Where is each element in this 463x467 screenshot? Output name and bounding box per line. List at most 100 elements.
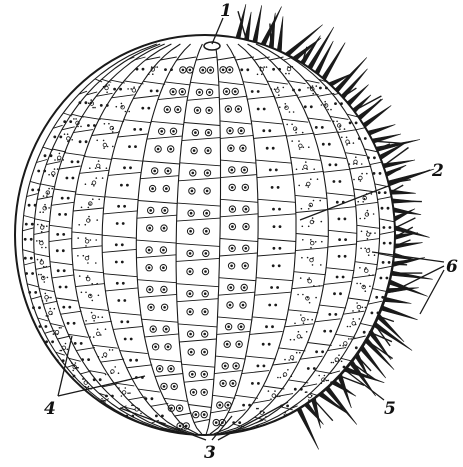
stipple-dot <box>127 392 129 394</box>
tubercle-core <box>231 225 234 228</box>
stipple-dot <box>71 362 73 364</box>
stipple-dot <box>71 139 73 141</box>
stipple-dot <box>59 350 61 352</box>
pore <box>339 292 342 295</box>
stipple-dot <box>285 103 287 105</box>
stipple-dot <box>303 322 305 324</box>
pore <box>342 276 345 279</box>
tubercle-core <box>224 365 227 368</box>
tubercle-core <box>227 325 230 328</box>
tubercle-core <box>195 413 198 416</box>
tubercle-core <box>163 288 166 291</box>
pore <box>116 222 119 225</box>
stipple-dot <box>352 310 354 312</box>
stipple-dot <box>91 312 93 314</box>
tubercle-core <box>194 131 197 134</box>
tubercle-core <box>149 288 152 291</box>
stipple-dot <box>127 88 129 90</box>
pore <box>93 124 96 127</box>
stipple-dot <box>292 66 294 68</box>
pore <box>123 166 126 169</box>
stipple-dot <box>374 232 376 234</box>
pore <box>272 264 275 267</box>
stipple-dot <box>357 201 359 203</box>
stipple-dot <box>102 356 104 358</box>
spine <box>393 264 407 265</box>
stipple-dot <box>77 255 79 257</box>
pore <box>278 68 281 71</box>
stipple-dot <box>364 198 366 200</box>
stipple-dot <box>64 133 66 135</box>
pore <box>34 204 37 207</box>
stipple-dot <box>93 185 95 187</box>
stipple-dot <box>42 211 44 213</box>
stipple-dot <box>77 126 79 128</box>
stipple-dot <box>256 408 258 410</box>
tubercle-core <box>203 333 206 336</box>
stipple-dot <box>324 101 326 103</box>
pore <box>344 238 347 241</box>
stipple-dot <box>324 375 326 377</box>
stipple-dot <box>316 85 318 87</box>
stipple-dot <box>54 168 56 170</box>
stipple-dot <box>284 412 286 414</box>
stipple-dot <box>96 283 98 285</box>
pore <box>59 286 62 289</box>
stipple-dot <box>353 318 355 320</box>
stipple-dot <box>46 315 48 317</box>
tubercle-core <box>149 209 152 212</box>
spine <box>394 243 422 249</box>
stipple-dot <box>46 195 48 197</box>
tubercle-core <box>243 286 246 289</box>
pore <box>120 184 123 187</box>
pore <box>67 322 70 325</box>
pore <box>389 226 392 229</box>
pore <box>344 218 347 221</box>
stipple-dot <box>301 208 303 210</box>
tubercle-core <box>229 304 232 307</box>
label-6: 6 <box>446 257 458 277</box>
pore <box>371 312 374 315</box>
stipple-dot <box>77 367 79 369</box>
pore <box>44 154 47 157</box>
stipple-dot <box>46 300 48 302</box>
stipple-dot <box>313 200 315 202</box>
pore <box>53 136 56 139</box>
stipple-dot <box>93 320 95 322</box>
tubercle-core <box>245 208 248 211</box>
stipple-dot <box>87 275 89 277</box>
stipple-dot <box>95 262 97 264</box>
stipple-dot <box>284 414 286 416</box>
pore <box>31 223 34 226</box>
stipple-dot <box>129 392 131 394</box>
pore <box>240 68 243 71</box>
pore <box>272 147 275 150</box>
stipple-dot <box>84 386 86 388</box>
stipple-dot <box>263 66 265 68</box>
tubercle-core <box>167 170 170 173</box>
stipple-dot <box>350 338 352 340</box>
stipple-dot <box>118 372 120 374</box>
tubercle-core <box>165 328 168 331</box>
tubercle-core <box>234 90 237 93</box>
pore <box>150 90 153 93</box>
pore <box>265 325 268 328</box>
stipple-dot <box>79 275 81 277</box>
tubercle-core <box>215 421 218 424</box>
tubercle-core <box>203 351 206 354</box>
pore <box>384 191 387 194</box>
stipple-dot <box>366 231 368 233</box>
tubercle-core <box>191 373 194 376</box>
stipple-dot <box>106 91 108 93</box>
stipple-dot <box>261 74 263 76</box>
stipple-dot <box>125 111 127 113</box>
tubercle-core <box>172 130 175 133</box>
tubercle-core <box>206 172 209 175</box>
pore <box>32 306 35 309</box>
stipple-dot <box>333 362 335 364</box>
tubercle-core <box>203 391 206 394</box>
pore <box>375 296 378 299</box>
stipple-dot <box>54 308 56 310</box>
tubercle-core <box>167 346 170 349</box>
label-1: 1 <box>220 1 232 21</box>
